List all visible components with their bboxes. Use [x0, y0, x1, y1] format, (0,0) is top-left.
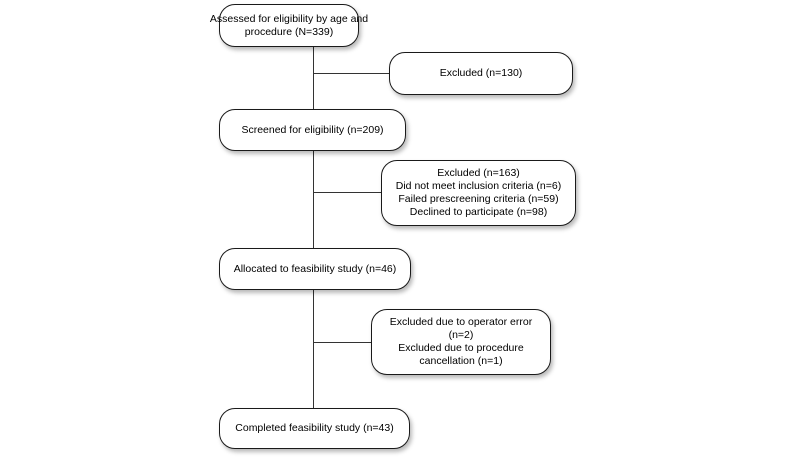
allocated-line-1: Allocated to feasibility study (n=46) [233, 262, 397, 275]
screened-line-1: Screened for eligibility (n=209) [241, 123, 384, 136]
excluded-163-line-3: Failed prescreening criteria (n=59) [398, 193, 559, 205]
excluded-163-box: Excluded (n=163) Did not meet inclusion … [381, 160, 576, 226]
connector-to-excluded-130 [313, 73, 389, 74]
assessed-line-1: Assessed for eligibility by age and [209, 12, 369, 25]
excluded-operator-line-3: Excluded due to procedure [398, 342, 524, 354]
excluded-163-line-4: Declined to participate (n=98) [409, 206, 548, 218]
completed-feasibility-box: Completed feasibility study (n=43) [219, 408, 410, 449]
excluded-operator-line-1: Excluded due to operator error [389, 316, 533, 328]
excluded-163-line-2: Did not meet inclusion criteria (n=6) [395, 180, 562, 192]
excluded-operator-error-box: Excluded due to operator error (n=2) Exc… [371, 309, 551, 375]
assessed-line-2: procedure (N=339) [244, 25, 334, 38]
excluded-operator-line-2: (n=2) [448, 329, 474, 341]
excluded-130-line-1: Excluded (n=130) [439, 67, 523, 79]
allocated-to-feasibility-box: Allocated to feasibility study (n=46) [219, 248, 411, 290]
connector-to-excluded-163 [313, 192, 381, 193]
excluded-130-box: Excluded (n=130) [389, 52, 573, 95]
excluded-163-line-1: Excluded (n=163) [437, 167, 520, 179]
completed-line-1: Completed feasibility study (n=43) [235, 422, 394, 434]
excluded-operator-line-4: cancellation (n=1) [419, 355, 503, 367]
connector-to-excluded-operator [313, 342, 371, 343]
main-vertical-connector [313, 47, 314, 408]
screened-for-eligibility-box: Screened for eligibility (n=209) [219, 109, 406, 151]
assessed-for-eligibility-box: Assessed for eligibility by age and proc… [210, 4, 368, 47]
